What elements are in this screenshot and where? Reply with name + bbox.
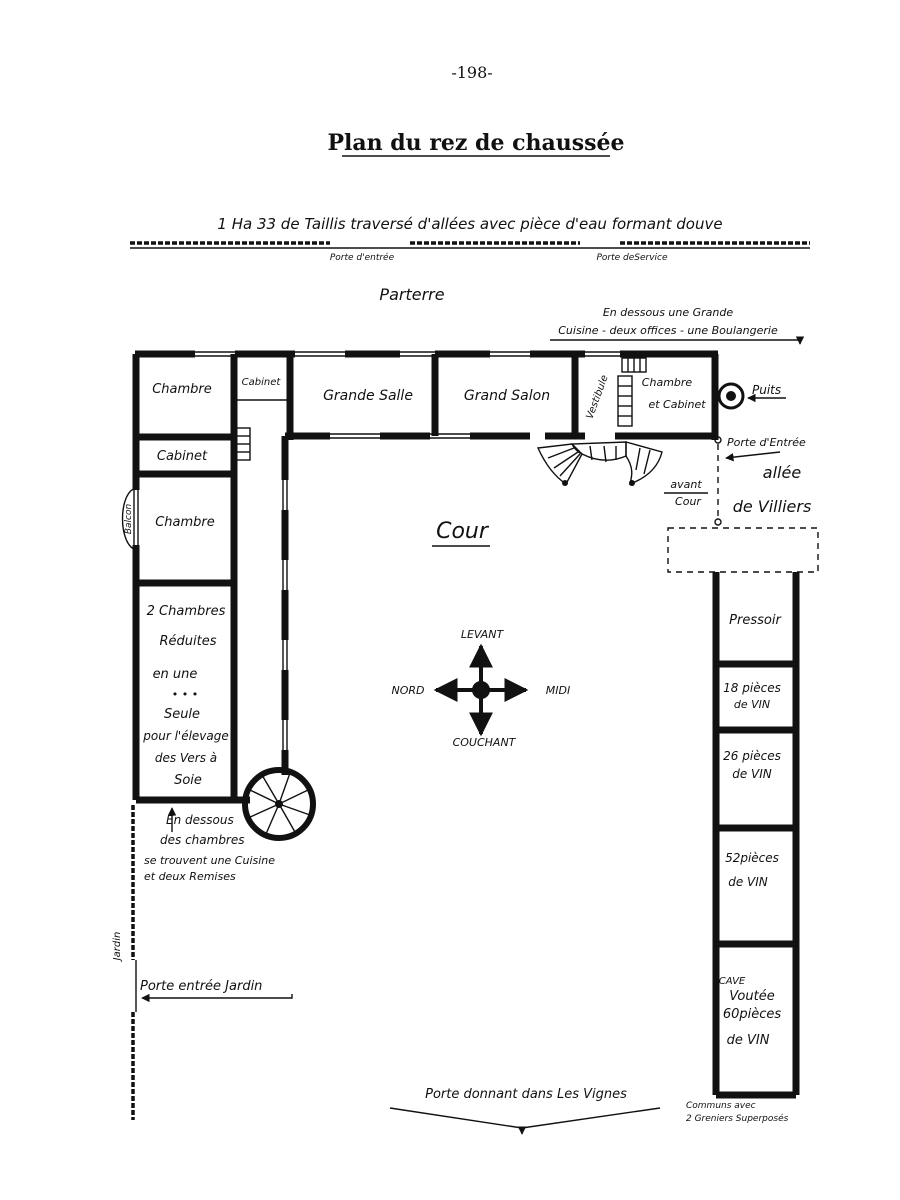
svg-text:2 Chambres: 2 Chambres <box>147 604 226 619</box>
room-vestibule: Vestibule <box>585 374 611 421</box>
puits-label: Puits <box>752 383 781 397</box>
room-grand-salon: Grand Salon <box>464 388 550 404</box>
room-chambre-2: Chambre <box>155 515 215 530</box>
note-line-2: Cuisine - deux offices - une Boulangerie <box>558 324 778 337</box>
room-cave-2: Voutée <box>729 989 774 1004</box>
room-chambre-cabinet-2: et Cabinet <box>648 398 706 411</box>
room-52-pieces-1: 52pièces <box>725 851 779 865</box>
dessous-line-4: et deux Remises <box>144 870 236 883</box>
svg-text:en une: en une <box>153 667 198 682</box>
de-villiers-label: de Villiers <box>733 497 812 516</box>
top-caption: 1 Ha 33 de Taillis traversé d'allées ave… <box>217 215 722 233</box>
room-52-pieces-2: de VIN <box>728 875 768 889</box>
dashed-gate-area <box>667 527 819 573</box>
svg-text:• • •: • • • <box>172 688 198 701</box>
room-vers-a-soie: 2 Chambres Réduites en une • • • Seule p… <box>142 604 229 788</box>
compass-nord: NORD <box>392 684 425 697</box>
vestibule-stair <box>617 357 647 427</box>
room-grande-salle: Grande Salle <box>323 388 413 404</box>
compass-couchant: COUCHANT <box>453 736 517 749</box>
top-wing-walls <box>135 350 719 440</box>
room-chambre-cabinet-1: Chambre <box>642 376 693 389</box>
communs-walls <box>712 572 800 1099</box>
svg-text:Soie: Soie <box>174 773 202 788</box>
communs-label-2: 2 Greniers Superposés <box>686 1113 789 1124</box>
page-number: -198- <box>451 63 492 82</box>
balcon-shape <box>121 487 137 551</box>
compass-levant: LEVANT <box>461 628 505 641</box>
dessous-line-2: des chambres <box>160 833 245 847</box>
parterre-label: Parterre <box>379 285 444 304</box>
room-cave-4: de VIN <box>727 1033 770 1048</box>
svg-text:Réduites: Réduites <box>159 634 216 649</box>
compass-rose <box>433 643 529 737</box>
left-wing-walls <box>132 354 290 804</box>
avant-cour-label: Cour <box>675 495 702 508</box>
dessous-line-1: En dessous <box>166 813 234 827</box>
porte-vignes-label: Porte donnant dans Les Vignes <box>425 1087 627 1102</box>
room-18-pieces-1: 18 pièces <box>723 681 781 695</box>
svg-text:pour l'élevage: pour l'élevage <box>142 729 229 743</box>
note-arrow <box>550 336 805 345</box>
room-18-pieces-2: de VIN <box>734 698 770 711</box>
dessous-line-3: se trouvent une Cuisine <box>144 854 275 867</box>
room-chambre-1: Chambre <box>152 382 212 397</box>
entree-arrow <box>725 451 781 462</box>
note-line-1: En dessous une Grande <box>603 306 734 319</box>
cour-label: Cour <box>436 519 490 544</box>
jardin-label: Jardin <box>112 932 123 963</box>
communs-label-1: Communs avec <box>686 1101 756 1111</box>
page-title: Plan du rez de chaussée <box>327 130 624 156</box>
porte-jardin-label: Porte entrée Jardin <box>140 979 262 994</box>
svg-text:Seule: Seule <box>164 707 200 722</box>
room-cave-1: CAVE <box>719 976 746 987</box>
svg-text:des Vers à: des Vers à <box>155 751 217 765</box>
room-pressoir: Pressoir <box>729 613 782 628</box>
room-cabinet: Cabinet <box>157 449 208 464</box>
top-porte-entree-label: Porte d'entrée <box>330 252 395 263</box>
avant-label: avant <box>670 478 702 491</box>
room-cave-3: 60pièces <box>723 1007 782 1022</box>
right-porte-entree-label: Porte d'Entrée <box>727 436 806 449</box>
room-26-pieces-1: 26 pièces <box>723 749 781 763</box>
room-cabinet-small: Cabinet <box>242 377 282 388</box>
porch-steps <box>536 441 663 486</box>
room-26-pieces-2: de VIN <box>732 767 772 781</box>
puits-well <box>717 382 745 410</box>
spiral-stair <box>242 767 316 841</box>
top-porte-service-label: Porte deService <box>596 253 668 263</box>
balcon-label: Balcon <box>124 504 134 535</box>
compass-midi: MIDI <box>546 684 570 697</box>
porte-vignes-bracket <box>389 1107 661 1129</box>
allee-label: allée <box>763 463 802 482</box>
porte-jardin-arrow <box>141 993 293 1003</box>
